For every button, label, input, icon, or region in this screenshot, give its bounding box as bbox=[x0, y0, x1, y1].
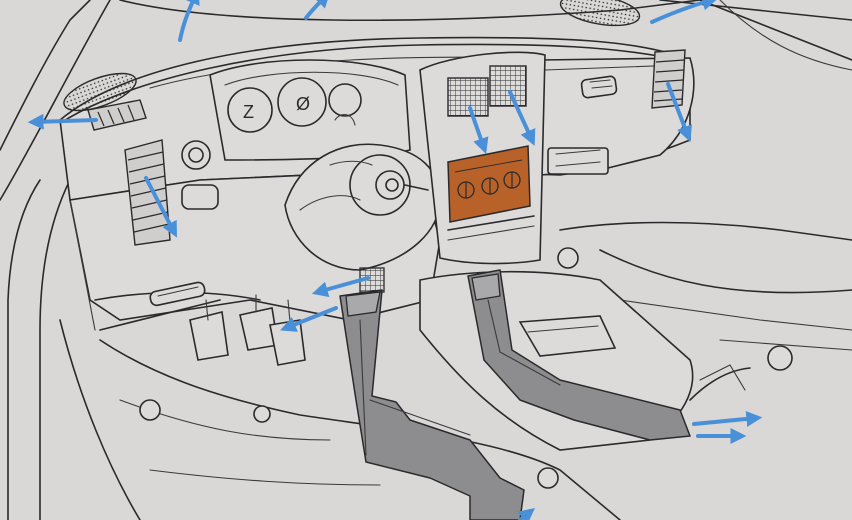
heater-control-knobs bbox=[454, 159, 523, 199]
center-vent-right-grille bbox=[489, 65, 527, 107]
airflow-arrows bbox=[27, 0, 763, 520]
right-side-vent bbox=[651, 49, 686, 109]
instrument-cluster: Z Ø bbox=[209, 59, 411, 161]
airflow-arrow-center-vent-left bbox=[468, 106, 489, 155]
airflow-arrow-footwell-front bbox=[311, 276, 370, 298]
airflow-arrow-side-vent-right bbox=[666, 82, 693, 142]
heater-control-panel bbox=[447, 145, 531, 223]
airflow-arrow-footwell-front-lower bbox=[280, 306, 338, 332]
footwell-duct-driver bbox=[339, 289, 525, 520]
airflow-arrow-center-vent-right bbox=[508, 90, 536, 146]
gauge-mark-left: Z bbox=[243, 102, 254, 122]
center-vent-left-grille bbox=[447, 77, 489, 117]
airflow-arrow-windscreen-demist-right bbox=[650, 0, 719, 24]
footwell-duct-rear bbox=[467, 269, 691, 441]
airflow-arrow-side-window-left bbox=[27, 113, 98, 130]
airflow-arrow-windscreen-demist-left bbox=[178, 0, 200, 42]
airflow-arrow-windscreen-demist-center bbox=[304, 0, 331, 20]
light-switch-cluster bbox=[149, 140, 219, 307]
gauge-mark-center: Ø bbox=[296, 94, 310, 114]
left-side-vent-top bbox=[87, 99, 147, 131]
airflow-arrow-rear-footwell-outlet bbox=[692, 410, 763, 427]
floor bbox=[59, 221, 852, 520]
airflow-arrow-side-vent-left bbox=[144, 176, 177, 238]
airflow-arrow-rear-duct-floor bbox=[517, 508, 535, 520]
center-console bbox=[419, 51, 609, 265]
left-face-vent bbox=[124, 139, 171, 246]
